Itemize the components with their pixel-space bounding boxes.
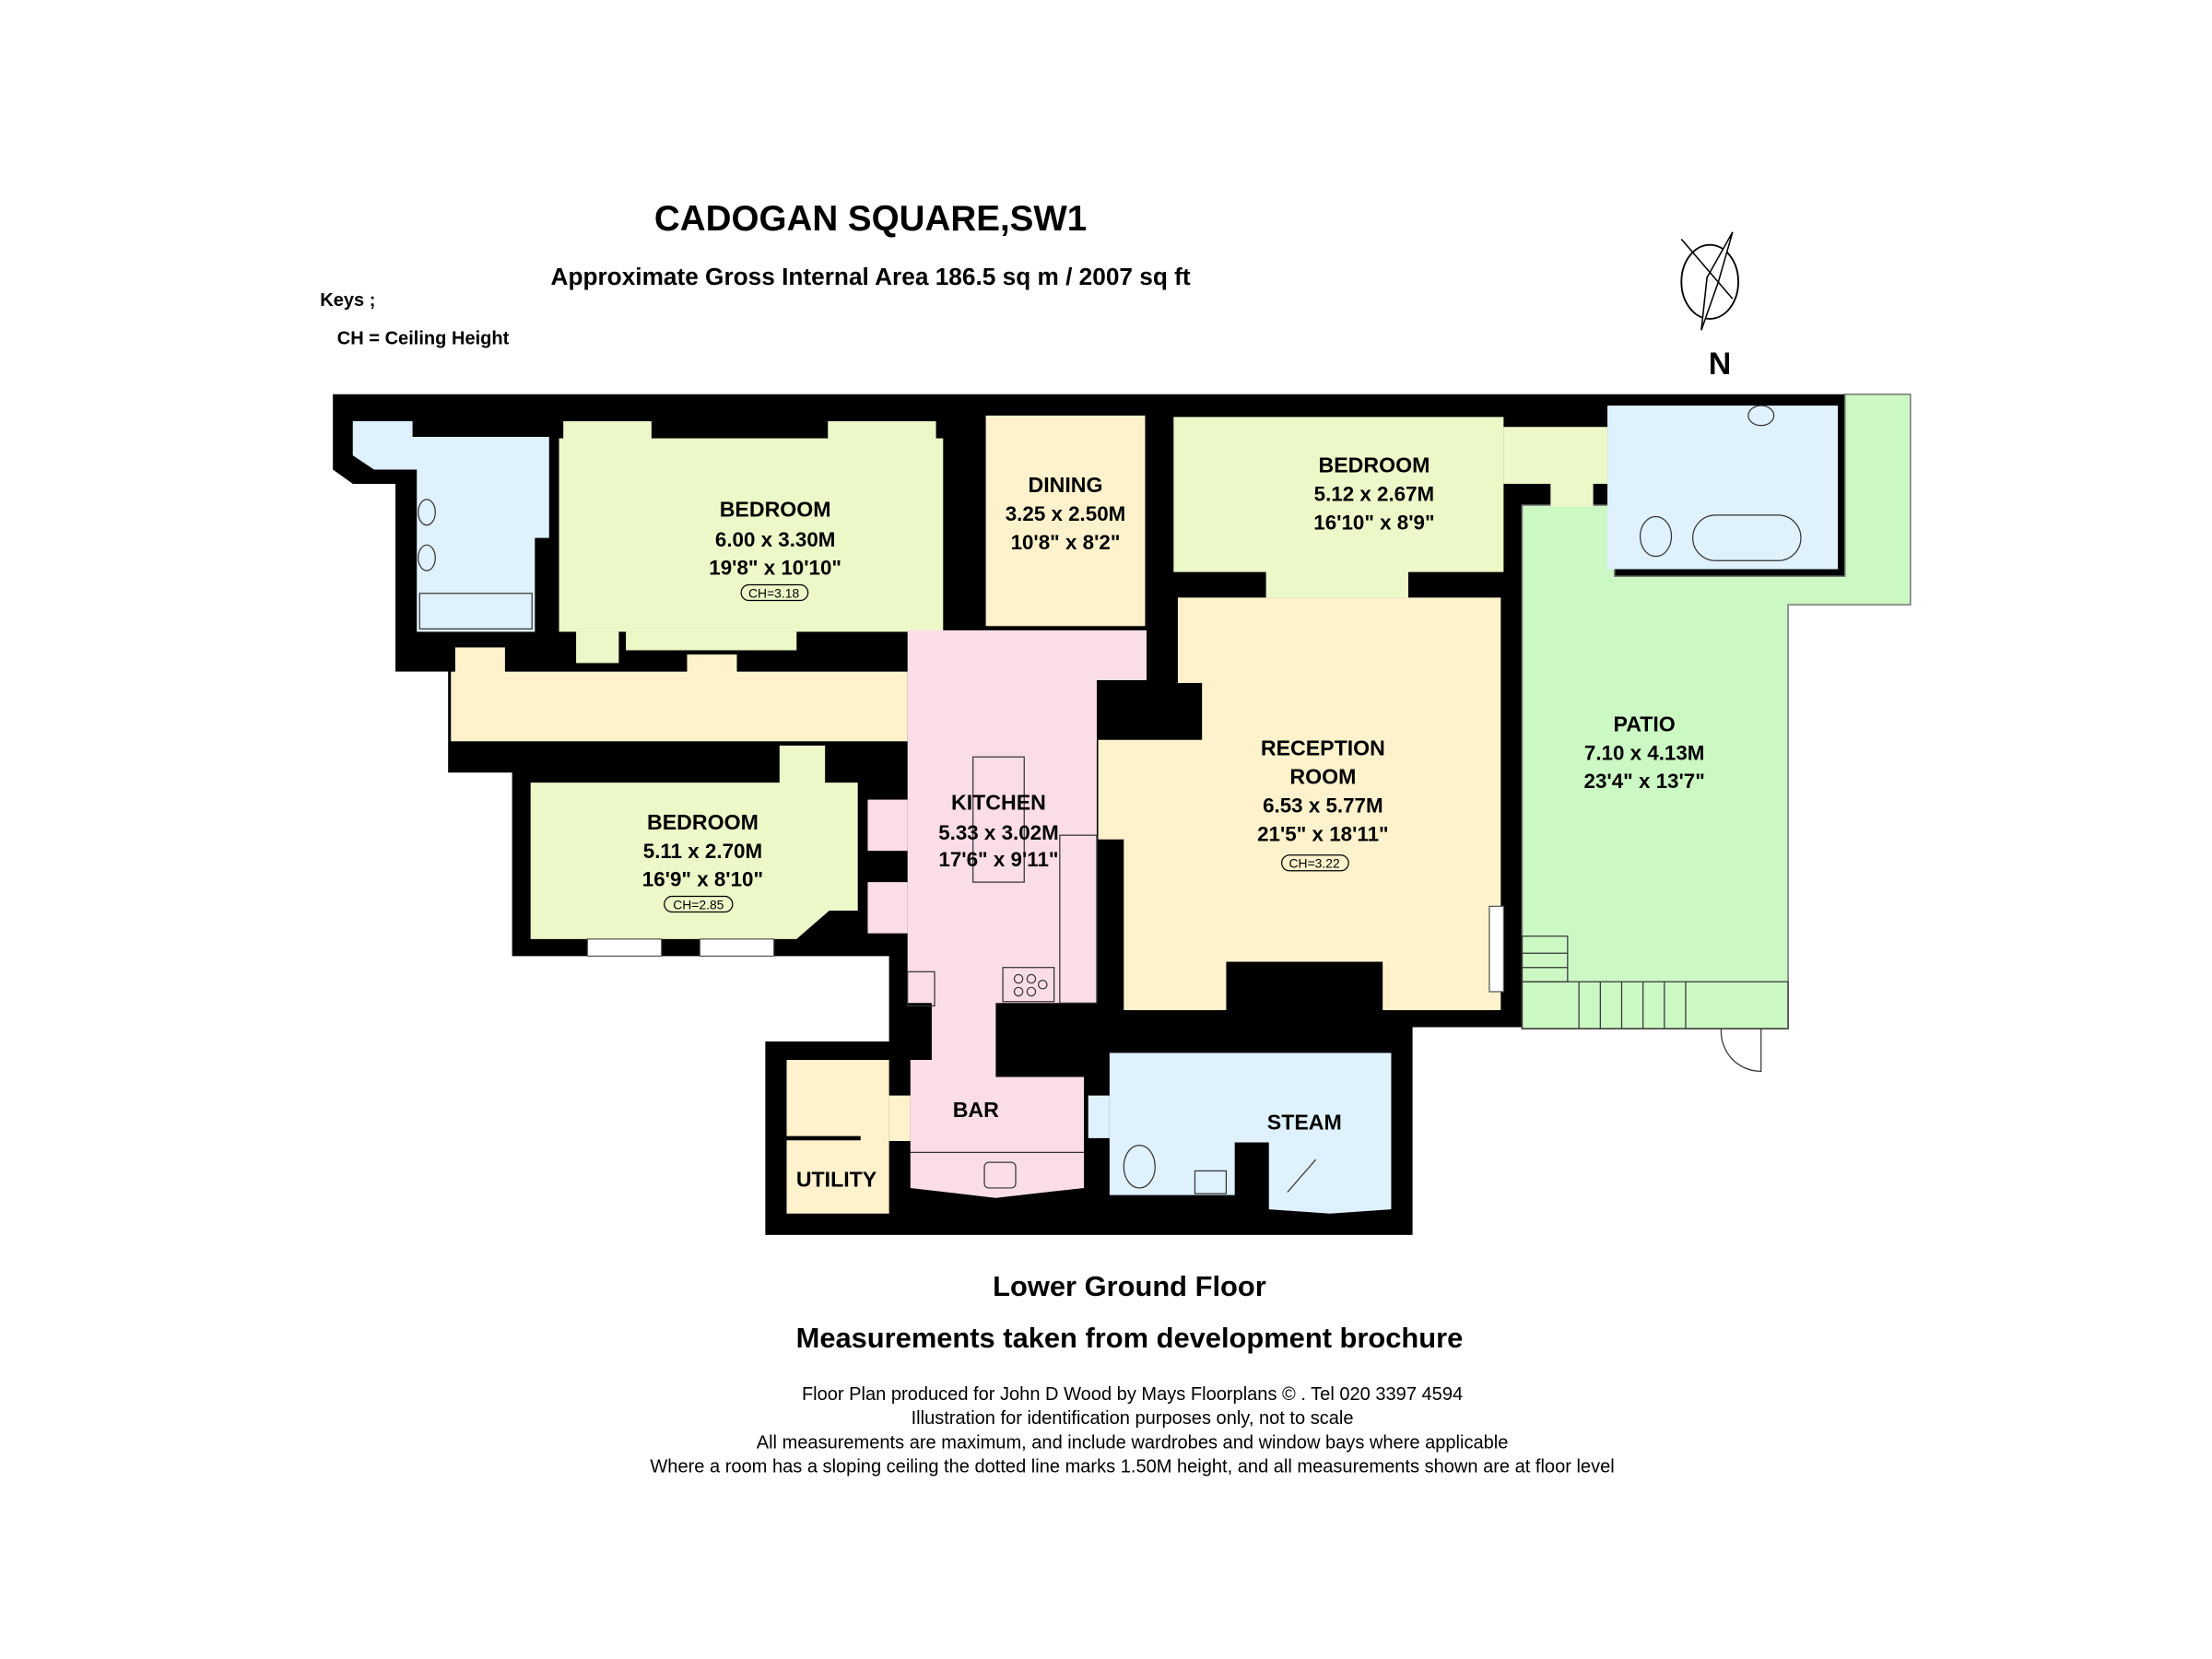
svg-text:21'5" x 18'11": 21'5" x 18'11" bbox=[1257, 822, 1389, 845]
label-utility: UTILITY bbox=[796, 1167, 877, 1191]
patio-steps bbox=[1521, 935, 1789, 1072]
north-label: N bbox=[1709, 347, 1732, 382]
label-dining: DINING 3.25 x 2.50M 10'8" x 8'2" bbox=[1006, 473, 1126, 554]
label-patio: PATIO 7.10 x 4.13M 23'4" x 13'7" bbox=[1584, 712, 1705, 794]
svg-text:6.00 x 3.30M: 6.00 x 3.30M bbox=[715, 528, 836, 551]
svg-text:23'4" x 13'7": 23'4" x 13'7" bbox=[1584, 770, 1705, 793]
bedroom-2 bbox=[1173, 417, 1608, 598]
svg-text:6.53 x 5.77M: 6.53 x 5.77M bbox=[1263, 794, 1383, 817]
svg-text:ROOM: ROOM bbox=[1289, 765, 1356, 789]
north-arrow-icon bbox=[1680, 231, 1739, 331]
svg-text:3.25 x 2.50M: 3.25 x 2.50M bbox=[1006, 502, 1126, 525]
bedroom-3 bbox=[530, 745, 858, 957]
disclaimer-line: All measurements are maximum, and includ… bbox=[757, 1432, 1509, 1453]
svg-text:16'10" x 8'9": 16'10" x 8'9" bbox=[1313, 511, 1434, 534]
ceiling-height-badge: CH=3.22 bbox=[1289, 856, 1340, 871]
hallway bbox=[451, 647, 908, 742]
label-reception: RECEPTION ROOM 6.53 x 5.77M 21'5" x 18'1… bbox=[1257, 736, 1389, 872]
disclaimer-line: Illustration for identification purposes… bbox=[912, 1408, 1354, 1429]
label-kitchen: KITCHEN 5.33 x 3.02M 17'6" x 9'11" bbox=[938, 790, 1059, 871]
steam-room bbox=[1088, 1053, 1392, 1214]
svg-text:DINING: DINING bbox=[1029, 473, 1103, 497]
label-bedroom-3: BEDROOM 5.11 x 2.70M 16'9" x 8'10" CH=2.… bbox=[642, 810, 763, 913]
label-steam: STEAM bbox=[1267, 1111, 1342, 1135]
svg-text:16'9" x 8'10": 16'9" x 8'10" bbox=[642, 868, 763, 891]
utility-room bbox=[786, 1060, 911, 1214]
window bbox=[1488, 905, 1504, 993]
gross-area: Approximate Gross Internal Area 186.5 sq… bbox=[551, 263, 1191, 290]
bar bbox=[910, 1060, 1085, 1198]
disclaimer-line: Floor Plan produced for John D Wood by M… bbox=[802, 1384, 1463, 1405]
svg-text:BEDROOM: BEDROOM bbox=[1319, 453, 1430, 477]
svg-text:PATIO: PATIO bbox=[1614, 712, 1676, 736]
ceiling-height-badge: CH=2.85 bbox=[673, 897, 724, 912]
dining-room bbox=[985, 415, 1146, 627]
svg-text:10'8" x 8'2": 10'8" x 8'2" bbox=[1011, 531, 1121, 554]
svg-text:19'8" x 10'10": 19'8" x 10'10" bbox=[709, 557, 841, 580]
keys-label: Keys ; bbox=[320, 290, 375, 311]
kitchen bbox=[867, 629, 1147, 1061]
svg-text:5.33 x 3.02M: 5.33 x 3.02M bbox=[938, 821, 1059, 844]
svg-text:KITCHEN: KITCHEN bbox=[951, 790, 1046, 814]
svg-text:BEDROOM: BEDROOM bbox=[647, 810, 759, 834]
disclaimer-line: Where a room has a sloping ceiling the d… bbox=[650, 1457, 1614, 1477]
svg-text:5.11 x 2.70M: 5.11 x 2.70M bbox=[643, 840, 762, 863]
ceiling-height-badge: CH=3.18 bbox=[748, 585, 799, 600]
svg-text:BEDROOM: BEDROOM bbox=[720, 497, 831, 521]
floor-name: Lower Ground Floor bbox=[993, 1270, 1266, 1302]
plan-title: CADOGAN SQUARE,SW1 bbox=[654, 199, 1087, 239]
svg-text:5.12 x 2.67M: 5.12 x 2.67M bbox=[1314, 482, 1435, 505]
bedroom-1 bbox=[559, 421, 944, 664]
bathroom-2 bbox=[1607, 405, 1839, 570]
label-bedroom-2: BEDROOM 5.12 x 2.67M 16'10" x 8'9" bbox=[1313, 453, 1434, 535]
svg-text:RECEPTION: RECEPTION bbox=[1261, 736, 1385, 760]
svg-text:17'6" x 9'11": 17'6" x 9'11" bbox=[938, 848, 1058, 871]
reception-room bbox=[1098, 597, 1501, 1011]
label-bar: BAR bbox=[953, 1098, 999, 1122]
measurements-note: Measurements taken from development broc… bbox=[796, 1322, 1464, 1354]
bathroom-1 bbox=[352, 421, 549, 632]
svg-text:7.10 x 4.13M: 7.10 x 4.13M bbox=[1584, 741, 1705, 764]
label-bedroom-1: BEDROOM 6.00 x 3.30M 19'8" x 10'10" CH=3… bbox=[709, 497, 841, 602]
key-ceiling-height: CH = Ceiling Height bbox=[337, 329, 510, 349]
